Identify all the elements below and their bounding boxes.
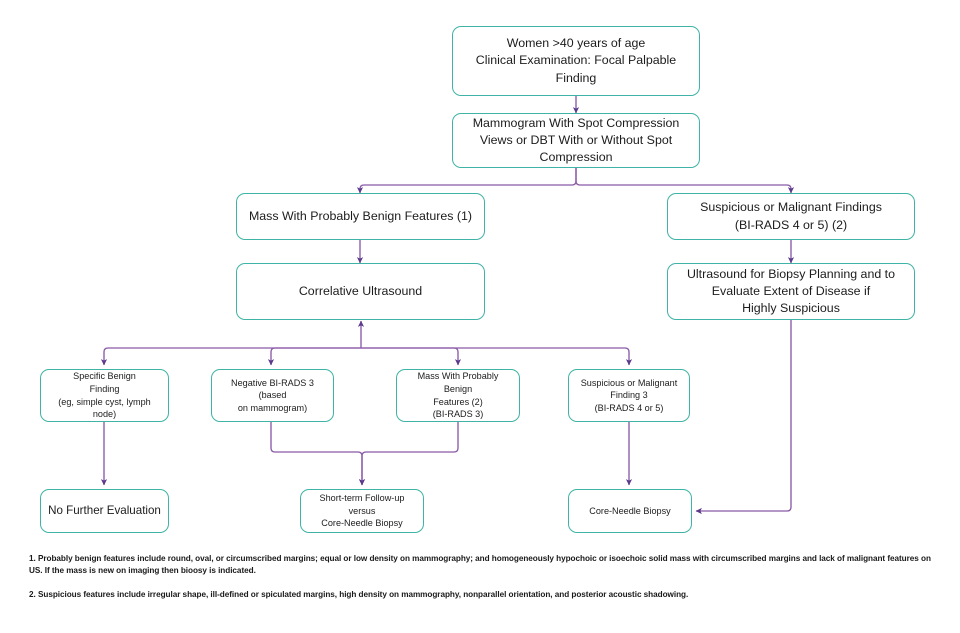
node-short-term-followup-versus-core-needle-biopsy[interactable]: Short-term Follow-up versus Core-Needle …: [300, 489, 424, 533]
node-ultrasound-for-biopsy-planning[interactable]: Ultrasound for Biopsy Planning and to Ev…: [667, 263, 915, 320]
node-entry[interactable]: Women >40 years of age Clinical Examinat…: [452, 26, 700, 96]
node-mass-probably-benign-bi-rads-3-label: Mass With Probably Benign Features (2) (…: [417, 371, 499, 420]
node-no-further-evaluation-label: No Further Evaluation: [48, 504, 161, 517]
node-mammogram[interactable]: Mammogram With Spot Compression Views or…: [452, 113, 700, 168]
node-negative-bi-rads-3-label: Negative BI-RADS 3 (based on mammogram): [231, 377, 314, 413]
node-specific-benign-finding-label: Specific Benign Finding (eg, simple cyst…: [58, 371, 151, 420]
node-probably-benign-mass-label: Mass With Probably Benign Features (1): [248, 208, 473, 223]
node-negative-bi-rads-3[interactable]: Negative BI-RADS 3 (based on mammogram): [211, 369, 334, 422]
node-suspicious-or-malignant-findings-label: Suspicious or Malignant Findings (BI-RAD…: [700, 200, 882, 232]
node-suspicious-or-malignant-findings[interactable]: Suspicious or Malignant Findings (BI-RAD…: [667, 193, 915, 240]
footnote-2: 2. Suspicious features include irregular…: [29, 590, 689, 599]
node-probably-benign-mass[interactable]: Mass With Probably Benign Features (1): [236, 193, 485, 240]
node-correlative-ultrasound-label: Correlative Ultrasound: [298, 283, 423, 298]
node-specific-benign-finding[interactable]: Specific Benign Finding (eg, simple cyst…: [40, 369, 169, 422]
edge-correlative-us-to-negative-birads3: [267, 347, 361, 366]
edge-negative-birads3-to-short-term-followup: [270, 422, 366, 486]
node-mammogram-label: Mammogram With Spot Compression Views or…: [472, 115, 680, 165]
node-short-term-followup-label: Short-term Follow-up versus Core-Needle …: [319, 493, 405, 529]
node-mass-probably-benign-bi-rads-3[interactable]: Mass With Probably Benign Features (2) (…: [396, 369, 520, 422]
edge-correlative-us-to-suspicious-finding3: [361, 347, 633, 366]
node-core-needle-biopsy[interactable]: Core-Needle Biopsy: [568, 489, 692, 533]
node-entry-label: Women >40 years of age Clinical Examinat…: [475, 36, 677, 85]
node-core-needle-biopsy-label: Core-Needle Biopsy: [589, 505, 671, 516]
node-correlative-ultrasound[interactable]: Correlative Ultrasound: [236, 263, 485, 320]
edge-mammogram-to-probably-benign: [356, 168, 577, 194]
node-ultrasound-for-biopsy-planning-label: Ultrasound for Biopsy Planning and to Ev…: [686, 266, 895, 316]
node-suspicious-or-malignant-finding-3[interactable]: Suspicious or Malignant Finding 3 (BI-RA…: [568, 369, 690, 422]
edge-mammogram-to-suspicious-findings: [575, 168, 795, 194]
footnote-1: 1. Probably benign features include roun…: [29, 554, 931, 575]
node-suspicious-or-malignant-finding-3-label: Suspicious or Malignant Finding 3 (BI-RA…: [580, 377, 678, 413]
edge-correlative-us-to-mass-pb-birads3: [361, 347, 462, 366]
edge-us-planning-to-core-needle-biopsy: [695, 320, 792, 515]
edge-correlative-us-to-specific-benign: [100, 347, 361, 366]
node-no-further-evaluation[interactable]: No Further Evaluation: [40, 489, 169, 533]
edge-mass-pb-birads3-to-short-term-followup: [358, 422, 459, 486]
